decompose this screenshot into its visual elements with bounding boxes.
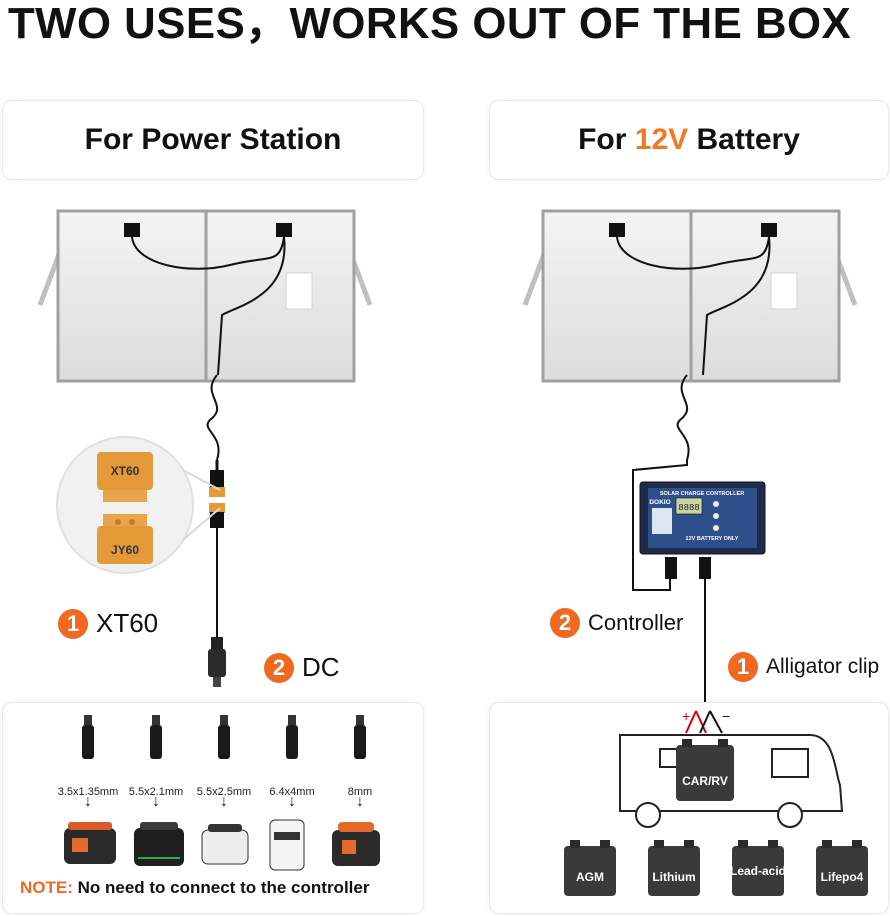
rv-battery-card: + − CAR/RV AGM Lithium Lead-acid Lifepo4 — [489, 702, 889, 914]
dc-tips-row: 3.5x1.35mm 5.5x2.1mm 5.5x2.5mm 6.4x4mm 8… — [53, 713, 393, 813]
dc-tips-card: 3.5x1.35mm 5.5x2.1mm 5.5x2.5mm 6.4x4mm 8… — [2, 702, 424, 914]
left-solar-panel-illustration — [37, 209, 373, 383]
controller-title: SOLAR CHARGE CONTROLLER — [660, 491, 744, 497]
car-rv-battery-icon — [676, 739, 734, 801]
agm-battery-icon — [564, 840, 616, 896]
battery-type-label: Lifepo4 — [820, 870, 864, 884]
right-card-header: For 12V Battery — [489, 100, 889, 180]
right-card-title-accent: 12V — [634, 123, 689, 156]
battery-type-label: Lithium — [652, 870, 696, 884]
callout-xt60-label: XT60 — [96, 608, 159, 638]
arrow-down-icon: ↓ — [288, 793, 296, 810]
solar-charge-controller: SOLAR CHARGE CONTROLLER DOKIO 8888 12V B… — [639, 481, 766, 555]
callout-xt60-badge: 1 — [58, 608, 88, 639]
power-station-icon — [201, 824, 249, 865]
car-rv-battery-label: CAR/RV — [682, 774, 728, 788]
headline: TWO USES，WORKS OUT OF THE BOX — [7, 0, 852, 48]
right-card-title: For 12V Battery — [490, 101, 888, 179]
dc-tip-2-label: 5.5x2.1mm — [128, 786, 184, 798]
connector-label-jy60: JY60 — [111, 543, 139, 557]
lifepo4-battery-icon — [816, 840, 868, 896]
left-cable — [206, 374, 226, 687]
dc-tip-1-label: 3.5x1.35mm — [57, 786, 119, 798]
battery-type-label: AGM — [576, 870, 604, 884]
left-card-title: For Power Station — [84, 123, 342, 156]
note-lead: NOTE: — [20, 878, 73, 897]
arrow-down-icon: ↓ — [152, 793, 160, 810]
dc-tip-5: 8mm — [325, 713, 395, 798]
callout-xt60: 1 XT60 — [58, 608, 158, 639]
power-station-icon — [64, 822, 116, 864]
callout-controller: 2 Controller — [550, 608, 683, 638]
arrow-down-icon: ↓ — [84, 793, 92, 810]
controller-lcd: 8888 — [678, 503, 700, 513]
callout-dc-badge: 2 — [264, 652, 294, 683]
power-station-icon — [269, 819, 305, 871]
callout-dc: 2 DC — [264, 652, 340, 683]
callout-dc-label: DC — [302, 652, 340, 682]
callout-controller-label: Controller — [588, 610, 684, 635]
dc-tip-4: 6.4x4mm — [257, 713, 327, 798]
note-body: No need to connect to the controller — [72, 878, 370, 897]
lead-acid-battery-icon — [732, 840, 784, 896]
dc-tip-4-label: 6.4x4mm — [269, 786, 315, 798]
polarity-minus: − — [722, 708, 730, 724]
power-stations-row — [64, 819, 380, 871]
polarity-plus: + — [682, 708, 690, 724]
dc-tip-5-label: 8mm — [347, 786, 373, 798]
power-station-icon — [332, 822, 380, 866]
controller-brand: DOKIO — [649, 499, 670, 506]
power-station-icon — [134, 822, 184, 866]
right-cable — [632, 374, 718, 721]
controller-spec: 12V BATTERY ONLY — [686, 536, 739, 542]
connector-label-xt60: XT60 — [111, 464, 140, 478]
left-card-header: For Power Station — [2, 100, 424, 180]
arrow-down-icon: ↓ — [220, 793, 228, 810]
right-card-title-suffix: Battery — [688, 123, 800, 156]
callout-alligator-label: Alligator clip — [766, 655, 880, 678]
battery-type-label: Lead-acid — [730, 864, 787, 878]
lithium-battery-icon — [648, 840, 700, 896]
dc-tip-1: 3.5x1.35mm — [53, 713, 123, 798]
rv-illustration: + − — [619, 708, 844, 828]
battery-types-row — [564, 840, 868, 896]
right-solar-panel-illustration — [522, 209, 858, 383]
callout-alligator-clip: 1 Alligator clip — [728, 652, 879, 682]
note-text: NOTE: No need to connect to the controll… — [20, 878, 369, 898]
right-card-title-prefix: For — [578, 123, 635, 156]
dc-tip-3-label: 5.5x2.5mm — [196, 786, 252, 798]
dc-tip-3: 5.5x2.5mm — [189, 713, 259, 798]
callout-controller-badge: 2 — [550, 608, 580, 638]
connector-zoom: XT60 JY60 — [56, 436, 221, 574]
dc-tip-2: 5.5x2.1mm — [121, 713, 191, 798]
callout-alligator-badge: 1 — [728, 652, 758, 682]
arrow-down-icon: ↓ — [356, 793, 364, 810]
